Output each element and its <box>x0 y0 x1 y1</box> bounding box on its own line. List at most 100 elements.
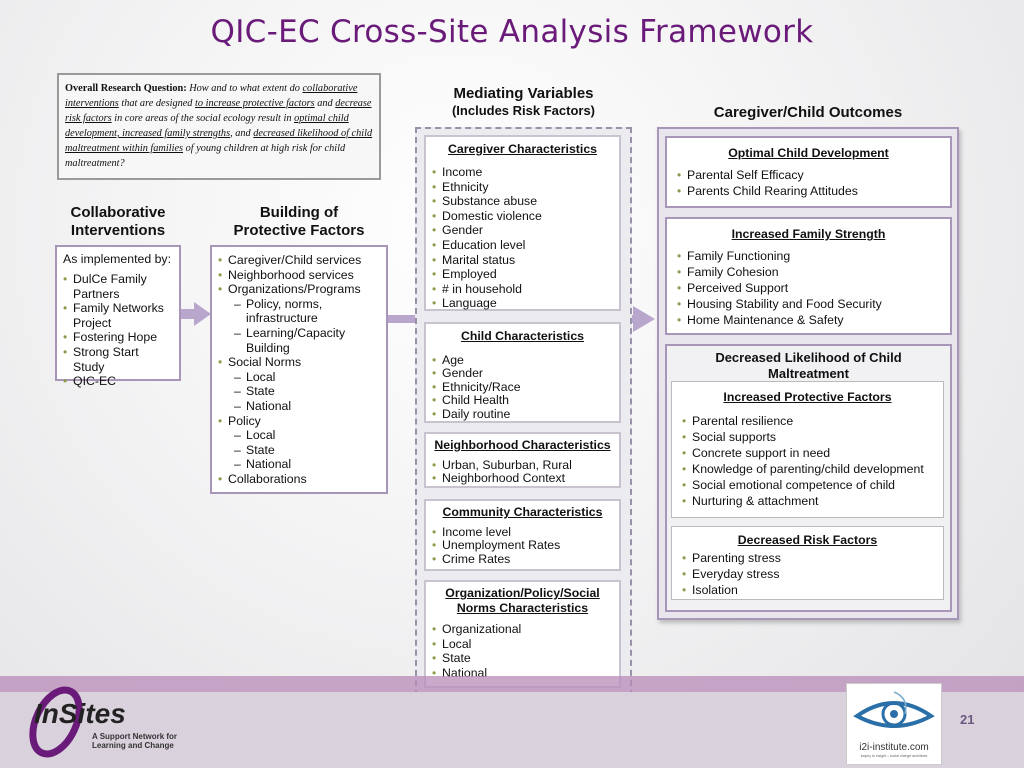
caregiver-list-item: Ethnicity <box>432 180 613 195</box>
community-list-item: Unemployment Rates <box>432 538 613 553</box>
neighborhood-characteristics-title: Neighborhood Characteristics <box>434 438 611 452</box>
community-list-item: Income level <box>432 525 613 540</box>
caregiver-list-item: Gender <box>432 223 613 238</box>
collab-list: DulCe Family PartnersFamily Networks Pro… <box>63 272 173 389</box>
rq-text: optimal child development, increased fam… <box>65 113 349 139</box>
protective-list-item: Collaborations <box>218 472 380 487</box>
eye-logo-icon <box>853 691 935 728</box>
rq-text: in core areas of the social ecology resu… <box>114 113 292 124</box>
child-list-item: Child Health <box>432 393 613 408</box>
protective-list-item: National <box>218 399 380 414</box>
org-list: OrganizationalLocalStateNational <box>432 622 613 680</box>
risk-factor-item: Isolation <box>682 582 933 598</box>
insites-logo-text: InSites <box>34 698 126 729</box>
i2i-tagline: inquiry to insight – social change archi… <box>860 754 928 758</box>
protective-factor-item: Social emotional competence of child <box>682 477 933 493</box>
maltreatment-title-line: Maltreatment <box>768 366 849 381</box>
footer-band <box>0 676 1024 692</box>
protective-list-item: Organizations/Programs <box>218 282 380 297</box>
page-number: 21 <box>960 712 975 727</box>
org-list-item: Organizational <box>432 622 613 637</box>
protective-list-item: Policy, norms, infrastructure <box>218 297 380 326</box>
protective-list-item: Policy <box>218 414 380 429</box>
collab-list-item: Family Networks Project <box>63 301 173 330</box>
protective-list-item: National <box>218 457 380 472</box>
research-question-box: Overall Research Question: How and to wh… <box>57 73 381 180</box>
risk-factors-list: Parenting stressEveryday stressIsolation <box>682 550 933 598</box>
collab-list-item: DulCe Family Partners <box>63 272 173 301</box>
collab-list-item: Fostering Hope <box>63 330 173 345</box>
insites-logo-tagline: A Support Network for Learning and Chang… <box>92 732 177 750</box>
protective-list-item: Learning/Capacity Building <box>218 326 380 355</box>
caregiver-list-item: Employed <box>432 267 613 282</box>
family-list: Family FunctioningFamily CohesionPerceiv… <box>677 248 940 328</box>
caregiver-list-item: Income <box>432 165 613 180</box>
family-strength-title: Increased Family Strength <box>731 227 886 241</box>
org-characteristics-box: Organization/Policy/Social Norms Charact… <box>424 580 621 688</box>
family-list-item: Home Maintenance & Safety <box>677 312 940 328</box>
risk-factor-item: Parenting stress <box>682 550 933 566</box>
org-list-item: Local <box>432 637 613 652</box>
community-list: Income levelUnemployment RatesCrime Rate… <box>432 525 613 567</box>
org-title-line: Organization/Policy/Social <box>445 586 600 600</box>
neighborhood-list-item: Neighborhood Context <box>432 471 613 486</box>
caregiver-characteristics-title: Caregiver Characteristics <box>447 142 597 156</box>
neighborhood-list-item: Urban, Suburban, Rural <box>432 458 613 473</box>
collab-intro: As implemented by: <box>63 252 171 266</box>
caregiver-list-item: Domestic violence <box>432 209 613 224</box>
protective-factor-item: Nurturing & attachment <box>682 493 933 509</box>
rq-text: decrease risk factors <box>65 98 372 124</box>
family-list-item: Family Cohesion <box>677 264 940 280</box>
protective-list-item: Local <box>218 370 380 385</box>
insites-logo-swoosh-icon <box>29 686 83 758</box>
insites-logo: InSites A Support Network for Learning a… <box>26 684 196 762</box>
caregiver-list-item: Education level <box>432 238 613 253</box>
i2i-url: i2i-institute.com <box>859 742 929 753</box>
caregiver-list-item: Substance abuse <box>432 194 613 209</box>
outcomes-heading: Caregiver/Child Outcomes <box>713 104 903 121</box>
risk-factor-item: Everyday stress <box>682 566 933 582</box>
rq-text: How and to what extent do <box>189 83 300 94</box>
protective-factors-box: Increased Protective Factors Parental re… <box>671 381 944 518</box>
optimal-development-box: Optimal Child Development Parental Self … <box>665 136 952 208</box>
protective-list-item: Local <box>218 428 380 443</box>
i2i-logo: i2i-institute.com inquiry to insight – s… <box>846 683 942 765</box>
caregiver-list-item: Language <box>432 296 613 311</box>
collab-heading: Collaborative Interventions <box>55 204 181 240</box>
neighborhood-characteristics-box: Neighborhood Characteristics Urban, Subu… <box>424 432 621 488</box>
protective-list-item: Neighborhood services <box>218 268 380 283</box>
child-list-item: Age <box>432 353 613 368</box>
optimal-list: Parental Self EfficacyParents Child Rear… <box>677 167 940 199</box>
rq-text: collaborative interventions <box>65 83 358 109</box>
mediating-subheading: (Includes Risk Factors) <box>451 103 596 118</box>
protective-heading-line: Building of <box>259 204 339 221</box>
rq-text: to increase protective factors <box>195 98 315 109</box>
protective-list-item: State <box>218 384 380 399</box>
caregiver-characteristics-box: Caregiver Characteristics IncomeEthnicit… <box>424 135 621 311</box>
org-title-line: Norms Characteristics <box>456 601 589 615</box>
org-list-item: State <box>432 651 613 666</box>
collab-heading-line: Interventions <box>70 222 166 239</box>
optimal-development-title: Optimal Child Development <box>728 146 889 160</box>
protective-list-item: Caregiver/Child services <box>218 253 380 268</box>
collab-heading-line: Collaborative <box>70 204 166 221</box>
family-strength-box: Increased Family Strength Family Functio… <box>665 217 952 335</box>
protective-factor-item: Parental resilience <box>682 413 933 429</box>
family-list-item: Housing Stability and Food Security <box>677 296 940 312</box>
child-list-item: Ethnicity/Race <box>432 380 613 395</box>
neighborhood-list: Urban, Suburban, RuralNeighborhood Conte… <box>432 458 613 486</box>
rq-text: decreased likelihood of child maltreatme… <box>65 128 373 154</box>
protective-list: Caregiver/Child servicesNeighborhood ser… <box>218 253 380 487</box>
child-list-item: Gender <box>432 366 613 381</box>
page-title: QIC-EC Cross-Site Analysis Framework <box>210 14 814 50</box>
insites-tagline-line: Learning and Change <box>92 741 174 750</box>
risk-factors-box: Decreased Risk Factors Parenting stressE… <box>671 526 944 600</box>
protective-list-item: Social Norms <box>218 355 380 370</box>
collab-list-item: QIC-EC <box>63 374 173 389</box>
rq-text: and <box>317 98 333 109</box>
community-characteristics-box: Community Characteristics Income levelUn… <box>424 499 621 571</box>
risk-factors-title: Decreased Risk Factors <box>737 533 878 547</box>
collab-box: As implemented by: DulCe Family Partners… <box>55 245 181 388</box>
optimal-list-item: Parents Child Rearing Attitudes <box>677 183 940 199</box>
maltreatment-title: Decreased Likelihood of Child Maltreatme… <box>673 350 944 382</box>
